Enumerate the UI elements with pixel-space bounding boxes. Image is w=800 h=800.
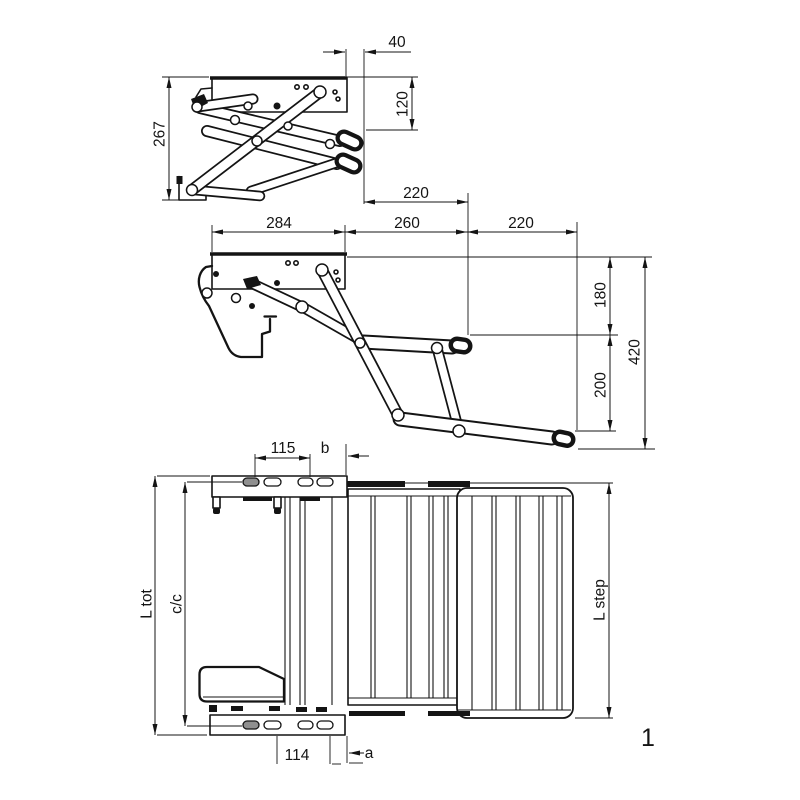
view-extended-side: 284 260 220 180 200 420	[197, 215, 655, 450]
dim-120: 120	[395, 91, 412, 117]
bracket-slot	[297, 720, 314, 730]
bracket-slot	[263, 720, 282, 730]
bracket-slot	[242, 720, 260, 730]
dim-220-top: 220	[403, 185, 429, 202]
extended-pivots	[201, 259, 466, 438]
plan-motor-housing	[198, 665, 327, 712]
dim-220-mid: 220	[508, 215, 534, 232]
plan-bottom-bracket	[209, 714, 346, 736]
sheet-number: 1	[641, 724, 655, 752]
dim-420: 420	[627, 339, 644, 365]
folded-foot-bracket	[178, 175, 207, 201]
bracket-slot	[316, 477, 334, 487]
dim-284: 284	[266, 215, 292, 232]
bracket-slot	[316, 720, 334, 730]
extended-arms-and-steps	[245, 264, 576, 448]
extended-side-bracket	[197, 264, 278, 359]
view-folded-side: 40 120 267 220	[152, 34, 469, 335]
dim-180: 180	[593, 282, 610, 308]
dim-l-step: L step	[592, 579, 609, 621]
dim-115: 115	[271, 440, 296, 457]
dim-l-tot: L tot	[139, 589, 156, 619]
folded-pivots	[185, 84, 341, 197]
bracket-slot	[263, 477, 282, 487]
plan-first-step	[347, 488, 461, 706]
plan-top-bracket	[211, 475, 348, 514]
dim-a: a	[365, 745, 374, 762]
view-plan: 115 b 114 a L tot c/c L step	[139, 440, 613, 765]
bracket-slot	[297, 477, 314, 487]
plan-inner-rails	[284, 497, 333, 705]
bracket-slot	[242, 477, 260, 487]
dim-c-c: c/c	[169, 594, 186, 614]
dim-260: 260	[394, 215, 420, 232]
plan-second-step	[456, 487, 574, 719]
dim-267: 267	[152, 121, 169, 147]
dim-114: 114	[285, 747, 310, 764]
dim-b: b	[321, 440, 330, 457]
dim-40: 40	[388, 34, 406, 51]
dim-200: 200	[593, 372, 610, 398]
